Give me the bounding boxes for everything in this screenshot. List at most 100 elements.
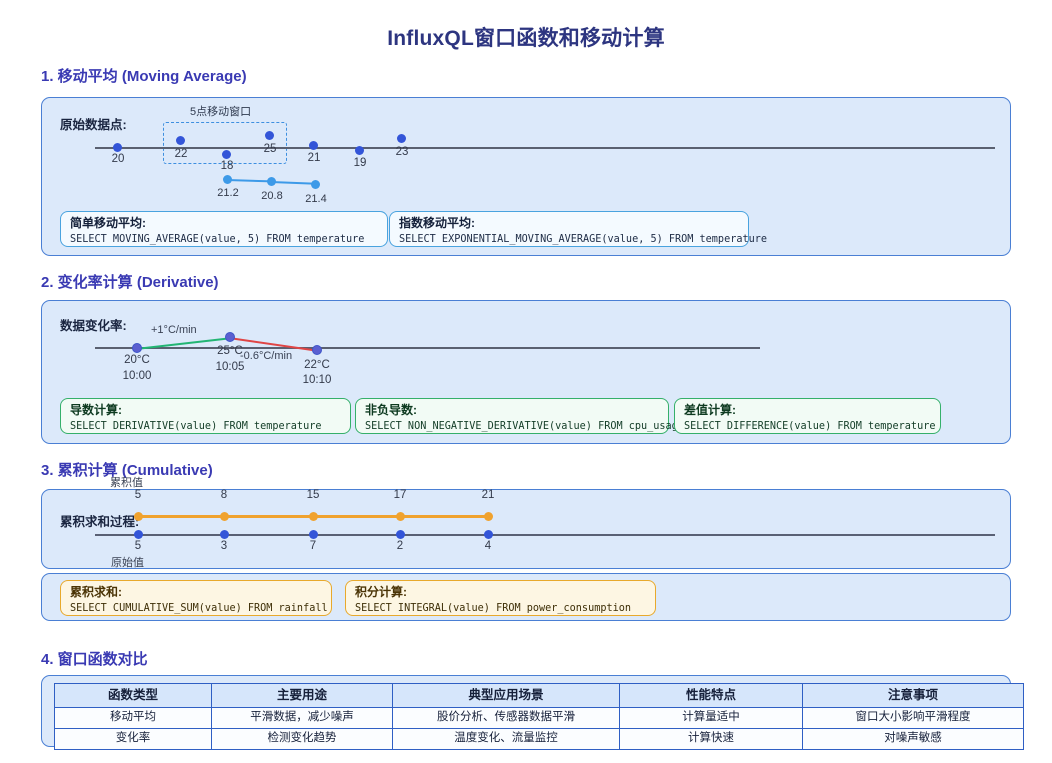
panel-label-raw-points: 原始数据点: (60, 118, 127, 132)
table-header-row: 函数类型 主要用途 典型应用场景 性能特点 注意事项 (54, 683, 1024, 708)
table-header-cell: 典型应用场景 (392, 683, 620, 708)
data-point-derivative (132, 343, 142, 353)
section-heading-comparison: 4. 窗口函数对比 (41, 651, 148, 668)
panel-label-cumulative: 累积求和过程: (60, 515, 140, 529)
data-label-original: 3 (220, 540, 228, 552)
data-point-moving-average (223, 175, 232, 184)
code-box-query: SELECT EXPONENTIAL_MOVING_AVERAGE(value,… (399, 233, 768, 245)
data-point-moving-average (267, 177, 276, 186)
data-label-moving-average: 21.2 (217, 187, 239, 199)
moving-window-label: 5点移动窗口 (190, 106, 252, 118)
axis-raw-series (95, 147, 995, 149)
comparison-table: 函数类型 主要用途 典型应用场景 性能特点 注意事项 移动平均 平滑数据，减少噪… (54, 683, 1024, 750)
section-heading-cumulative: 3. 累积计算 (Cumulative) (41, 462, 213, 479)
panel-comparison-table: 函数类型 主要用途 典型应用场景 性能特点 注意事项 移动平均 平滑数据，减少噪… (41, 675, 1024, 750)
panel-cumulative: 累积求和过程: 5 8 15 17 21 5 3 7 2 4 原始值 (41, 489, 1011, 569)
data-point-cumulative (309, 512, 318, 521)
data-point-raw (397, 134, 406, 143)
data-point-original (220, 530, 229, 539)
table-cell-function-type: 变化率 (54, 727, 212, 750)
data-label-raw: 21 (307, 152, 321, 164)
table-header-cell: 主要用途 (211, 683, 393, 708)
code-box-query: SELECT INTEGRAL(value) FROM power_consum… (355, 602, 632, 614)
data-label-raw: 25 (263, 143, 277, 155)
data-point-raw (222, 150, 231, 159)
table-row: 变化率 检测变化趋势 温度变化、流量监控 计算快速 对噪声敏感 (54, 727, 1024, 750)
data-point-raw (176, 136, 185, 145)
data-point-derivative (312, 345, 322, 355)
data-label-original: 2 (396, 540, 404, 552)
caption-original-values: 原始值 (111, 557, 144, 569)
data-point-cumulative (134, 512, 143, 521)
section-heading-moving-average: 1. 移动平均 (Moving Average) (41, 68, 247, 85)
moving-window-box (163, 122, 287, 164)
table-cell-usage: 平滑数据，减少噪声 (211, 707, 393, 729)
table-cell-usage: 检测变化趋势 (211, 727, 393, 750)
table-cell-performance: 计算快速 (619, 727, 803, 750)
data-label-moving-average: 21.4 (305, 193, 327, 205)
data-point-moving-average (311, 180, 320, 189)
table-cell-notes: 对噪声敏感 (802, 727, 1024, 750)
caption-cumulative-values: 累积值 (110, 477, 143, 489)
data-label-derivative-time: 10:05 (215, 361, 245, 373)
data-point-original (134, 530, 143, 539)
code-box-integral[interactable]: 积分计算: SELECT INTEGRAL(value) FROM power_… (345, 580, 656, 616)
code-box-difference[interactable]: 差值计算: SELECT DIFFERENCE(value) FROM temp… (674, 398, 941, 434)
section-heading-derivative: 2. 变化率计算 (Derivative) (41, 274, 219, 291)
data-label-original: 5 (134, 540, 142, 552)
data-label-cumulative: 21 (481, 489, 495, 501)
panel-derivative: 数据变化率: +1°C/min -0.6°C/min 20°C 10:00 25… (41, 300, 1011, 444)
table-cell-scenario: 股价分析、传感器数据平滑 (392, 707, 620, 729)
data-point-derivative (225, 332, 235, 342)
code-box-exponential-moving-average[interactable]: 指数移动平均: SELECT EXPONENTIAL_MOVING_AVERAG… (389, 211, 768, 247)
data-point-original (309, 530, 318, 539)
code-box-query: SELECT DERIVATIVE(value) FROM temperatur… (70, 420, 322, 432)
code-box-query: SELECT DIFFERENCE(value) FROM temperatur… (684, 420, 936, 432)
data-label-derivative-value: 25°C (217, 345, 243, 357)
code-box-simple-moving-average[interactable]: 简单移动平均: SELECT MOVING_AVERAGE(value, 5) … (60, 211, 388, 247)
moving-average-segment (270, 181, 317, 185)
data-label-raw: 23 (395, 146, 409, 158)
data-label-derivative-value: 22°C (304, 359, 330, 371)
data-label-cumulative: 8 (220, 489, 228, 501)
data-point-cumulative (484, 512, 493, 521)
code-box-query: SELECT NON_NEGATIVE_DERIVATIVE(value) FR… (365, 420, 684, 432)
panel-label-derivative: 数据变化率: (60, 319, 127, 333)
table-header-cell: 性能特点 (619, 683, 803, 708)
panel-cumulative-queries: 累积求和: SELECT CUMULATIVE_SUM(value) FROM … (41, 573, 1011, 621)
code-box-title: 非负导数: (365, 403, 417, 417)
data-point-raw (265, 131, 274, 140)
data-label-original: 7 (309, 540, 317, 552)
table-header-cell: 函数类型 (54, 683, 212, 708)
code-box-query: SELECT MOVING_AVERAGE(value, 5) FROM tem… (70, 233, 365, 245)
moving-average-segment (226, 179, 273, 183)
data-label-moving-average: 20.8 (261, 190, 283, 202)
data-point-raw (355, 146, 364, 155)
table-cell-scenario: 温度变化、流量监控 (392, 727, 620, 750)
table-header-cell: 注意事项 (802, 683, 1024, 708)
code-box-title: 积分计算: (355, 585, 407, 599)
data-label-raw: 20 (111, 153, 125, 165)
code-box-cumulative-sum[interactable]: 累积求和: SELECT CUMULATIVE_SUM(value) FROM … (60, 580, 332, 616)
code-box-title: 简单移动平均: (70, 216, 146, 230)
slope-label-falling: -0.6°C/min (240, 350, 293, 362)
slope-label-rising: +1°C/min (151, 324, 197, 336)
code-box-title: 指数移动平均: (399, 216, 475, 230)
axis-derivative (95, 347, 760, 349)
panel-moving-average: 原始数据点: 5点移动窗口 20 22 18 25 21 19 23 21.2 … (41, 97, 1011, 256)
data-label-cumulative: 15 (306, 489, 320, 501)
table-cell-function-type: 移动平均 (54, 707, 212, 729)
page-title: InfluxQL窗口函数和移动计算 (387, 27, 665, 50)
code-box-title: 累积求和: (70, 585, 122, 599)
table-cell-performance: 计算量适中 (619, 707, 803, 729)
data-label-cumulative: 17 (393, 489, 407, 501)
code-box-non-negative-derivative[interactable]: 非负导数: SELECT NON_NEGATIVE_DERIVATIVE(val… (355, 398, 684, 434)
data-point-original (396, 530, 405, 539)
data-point-original (484, 530, 493, 539)
code-box-title: 导数计算: (70, 403, 122, 417)
code-box-derivative[interactable]: 导数计算: SELECT DERIVATIVE(value) FROM temp… (60, 398, 351, 434)
data-label-derivative-time: 10:10 (302, 374, 332, 386)
table-cell-notes: 窗口大小影响平滑程度 (802, 707, 1024, 729)
data-label-raw: 18 (220, 160, 234, 172)
